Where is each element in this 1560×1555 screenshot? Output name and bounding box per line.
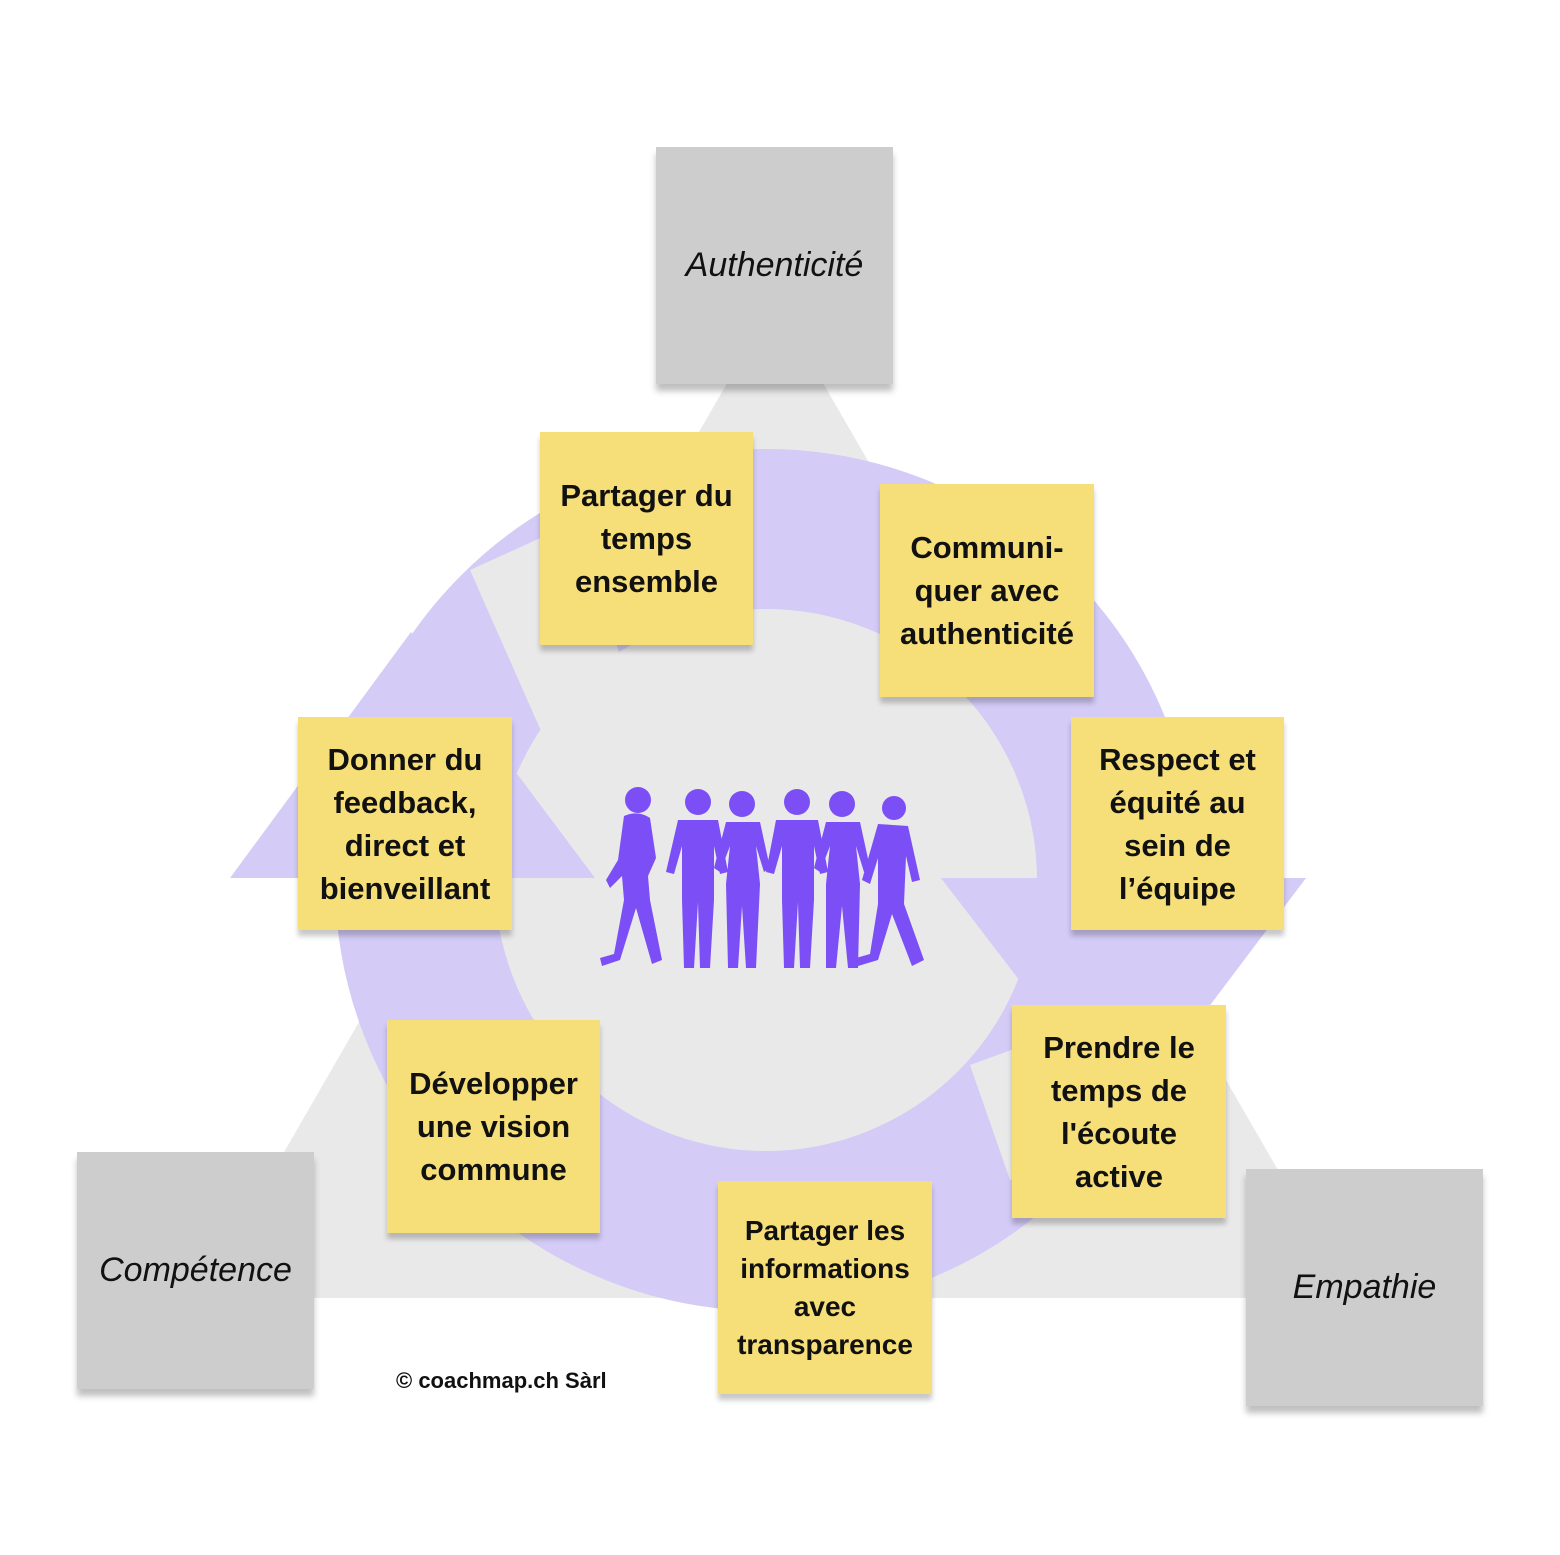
sticky-note-text: Partager les informations avec transpare…	[737, 1214, 913, 1360]
people-group-icon	[600, 787, 924, 968]
sticky-note-communiquer: Communi-quer avec authenticité	[880, 484, 1094, 697]
sticky-note-transparence: Partager les informations avec transpare…	[718, 1181, 932, 1394]
cycle-arrowhead-right	[941, 878, 1306, 1118]
sticky-note-temps-ensemble: Partager du temps ensemble	[540, 432, 753, 645]
sticky-note-respect: Respect et équité au sein de l’équipe	[1071, 717, 1284, 930]
sticky-note-vision-commune: Développer une vision commune	[387, 1020, 600, 1233]
copyright-text: © coachmap.ch Sàrl	[396, 1368, 607, 1393]
corner-box-competence: Compétence	[77, 1152, 314, 1389]
corner-box-authenticite: Authenticité	[656, 147, 893, 384]
sticky-note-text: Partager du temps ensemble	[560, 478, 733, 599]
corner-label-competence: Compétence	[99, 1251, 292, 1289]
sticky-note-feedback: Donner du feedback, direct et bienveilla…	[298, 717, 512, 930]
corner-label-authenticite: Authenticité	[685, 246, 864, 284]
corner-box-empathie: Empathie	[1246, 1169, 1483, 1406]
sticky-note-text: Donner du feedback, direct et bienveilla…	[319, 741, 491, 906]
sticky-note-ecoute-active: Prendre le temps de l'écoute active	[1012, 1005, 1226, 1218]
sticky-note-text: Respect et équité au sein de l’équipe	[1099, 741, 1256, 906]
cycle-arrowhead-bottom	[845, 1065, 1010, 1180]
sticky-note-text: Communi-quer avec authenticité	[900, 530, 1074, 651]
corner-label-empathie: Empathie	[1292, 1268, 1437, 1306]
sticky-note-text: Développer une vision commune	[409, 1066, 578, 1187]
sticky-note-text: Prendre le temps de l'écoute active	[1043, 1029, 1195, 1194]
